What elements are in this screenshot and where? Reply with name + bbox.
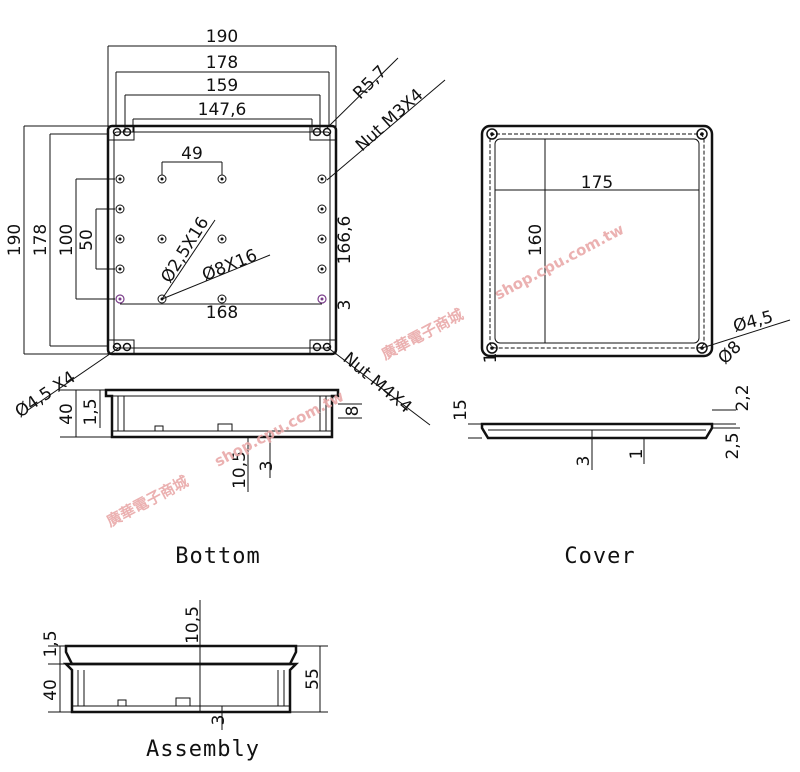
- leader-cover-4-5: [701, 319, 791, 349]
- corner-boss: [309, 339, 337, 355]
- dim-width-190: 190: [206, 27, 238, 47]
- dim-cover-2-2: 2,2: [733, 384, 753, 411]
- dim-cover-2-5: 2,5: [723, 432, 743, 459]
- dim-height-178: 178: [31, 224, 51, 256]
- dim-assembly-10-5: 10,5: [183, 606, 203, 644]
- left-dimension-lines: [23, 125, 115, 355]
- assembly-view-title: Assembly: [146, 737, 260, 762]
- leader-hole-8: [161, 254, 271, 300]
- dim-side-10-5: 10,5: [230, 451, 250, 489]
- dim-49: 49: [181, 144, 203, 164]
- dim-cover-15: 15: [451, 399, 471, 421]
- bottom-outer-outline: [106, 124, 338, 356]
- leader-nut-m3: [326, 79, 446, 181]
- mounting-bosses: [115, 174, 327, 304]
- leader-r57: [326, 57, 399, 129]
- cover-view-title: Cover: [564, 544, 635, 569]
- bottom-top-view: 190 178 159 147,6 R5,7 Nut M3X4 190 178 …: [5, 27, 446, 426]
- cover-corner-holes: [486, 128, 708, 354]
- bottom-inner-outline: [113, 131, 331, 349]
- label-cover-4-5: Ø4,5: [731, 307, 775, 337]
- dim-assembly-40: 40: [41, 679, 61, 701]
- watermark-text-url-2: shop.cpu.com.tw: [491, 220, 627, 304]
- corner-boss: [107, 125, 135, 141]
- dim-166-6: 166,6: [335, 216, 355, 265]
- label-hole-8: Ø8X16: [199, 246, 260, 286]
- watermark-text-cn-1: 廣華電子商城: [103, 472, 191, 530]
- corner-boss: [107, 339, 135, 355]
- dim-width-178: 178: [206, 53, 238, 73]
- label-r57: R5,7: [349, 62, 391, 104]
- bottom-side-outline: [104, 388, 340, 439]
- dim-width-159: 159: [206, 76, 238, 96]
- dim-width-147-6: 147,6: [198, 100, 247, 120]
- dim-assembly-1-5: 1,5: [41, 630, 61, 657]
- cover-top-view: 175 160 Ø4,5 Ø8 1: [480, 124, 791, 369]
- bottom-side-view: 40 1,5 8 10,5 3: [57, 388, 363, 492]
- dim-cover-side-1: 1: [627, 449, 647, 460]
- leader-hole-4-5: [27, 346, 121, 411]
- corner-boss: [309, 125, 337, 141]
- dim-assembly-3: 3: [209, 715, 229, 726]
- dim-cover-160: 160: [526, 224, 546, 256]
- dim-168: 168: [206, 303, 238, 323]
- dim-side-8: 8: [343, 406, 363, 417]
- assembly-view: 1,5 40 10,5 55 3: [41, 600, 328, 730]
- dim-assembly-55: 55: [303, 668, 323, 690]
- dim-cover-3: 3: [574, 456, 594, 467]
- cover-groove: [489, 133, 705, 349]
- cover-side-view: 15 2,2 2,5 3 1: [451, 384, 753, 470]
- leader-hole-2-5: [161, 219, 216, 300]
- dim-height-190: 190: [5, 224, 25, 256]
- bottom-view-title: Bottom: [175, 544, 260, 569]
- assembly-base-outline: [62, 662, 300, 714]
- dim-height-50: 50: [77, 229, 97, 251]
- cover-side-outline: [480, 422, 714, 440]
- dim-side-3: 3: [257, 461, 277, 472]
- dim-side-40: 40: [57, 403, 77, 425]
- dim-height-100: 100: [57, 224, 77, 256]
- cover-outer-outline: [480, 124, 714, 358]
- watermark-text-cn-2: 廣華電子商城: [378, 305, 466, 363]
- leader-nut-m4: [326, 346, 431, 426]
- dim-cover-175: 175: [581, 173, 613, 193]
- dim-cover-1: 1: [481, 353, 501, 364]
- label-cover-8: Ø8: [714, 337, 745, 368]
- dim-3-top: 3: [335, 300, 355, 311]
- top-dimension-lines: [107, 45, 337, 132]
- assembly-cover-outline: [64, 644, 298, 666]
- dim-side-1-5: 1,5: [81, 398, 101, 425]
- cover-inner-outline: [494, 138, 700, 344]
